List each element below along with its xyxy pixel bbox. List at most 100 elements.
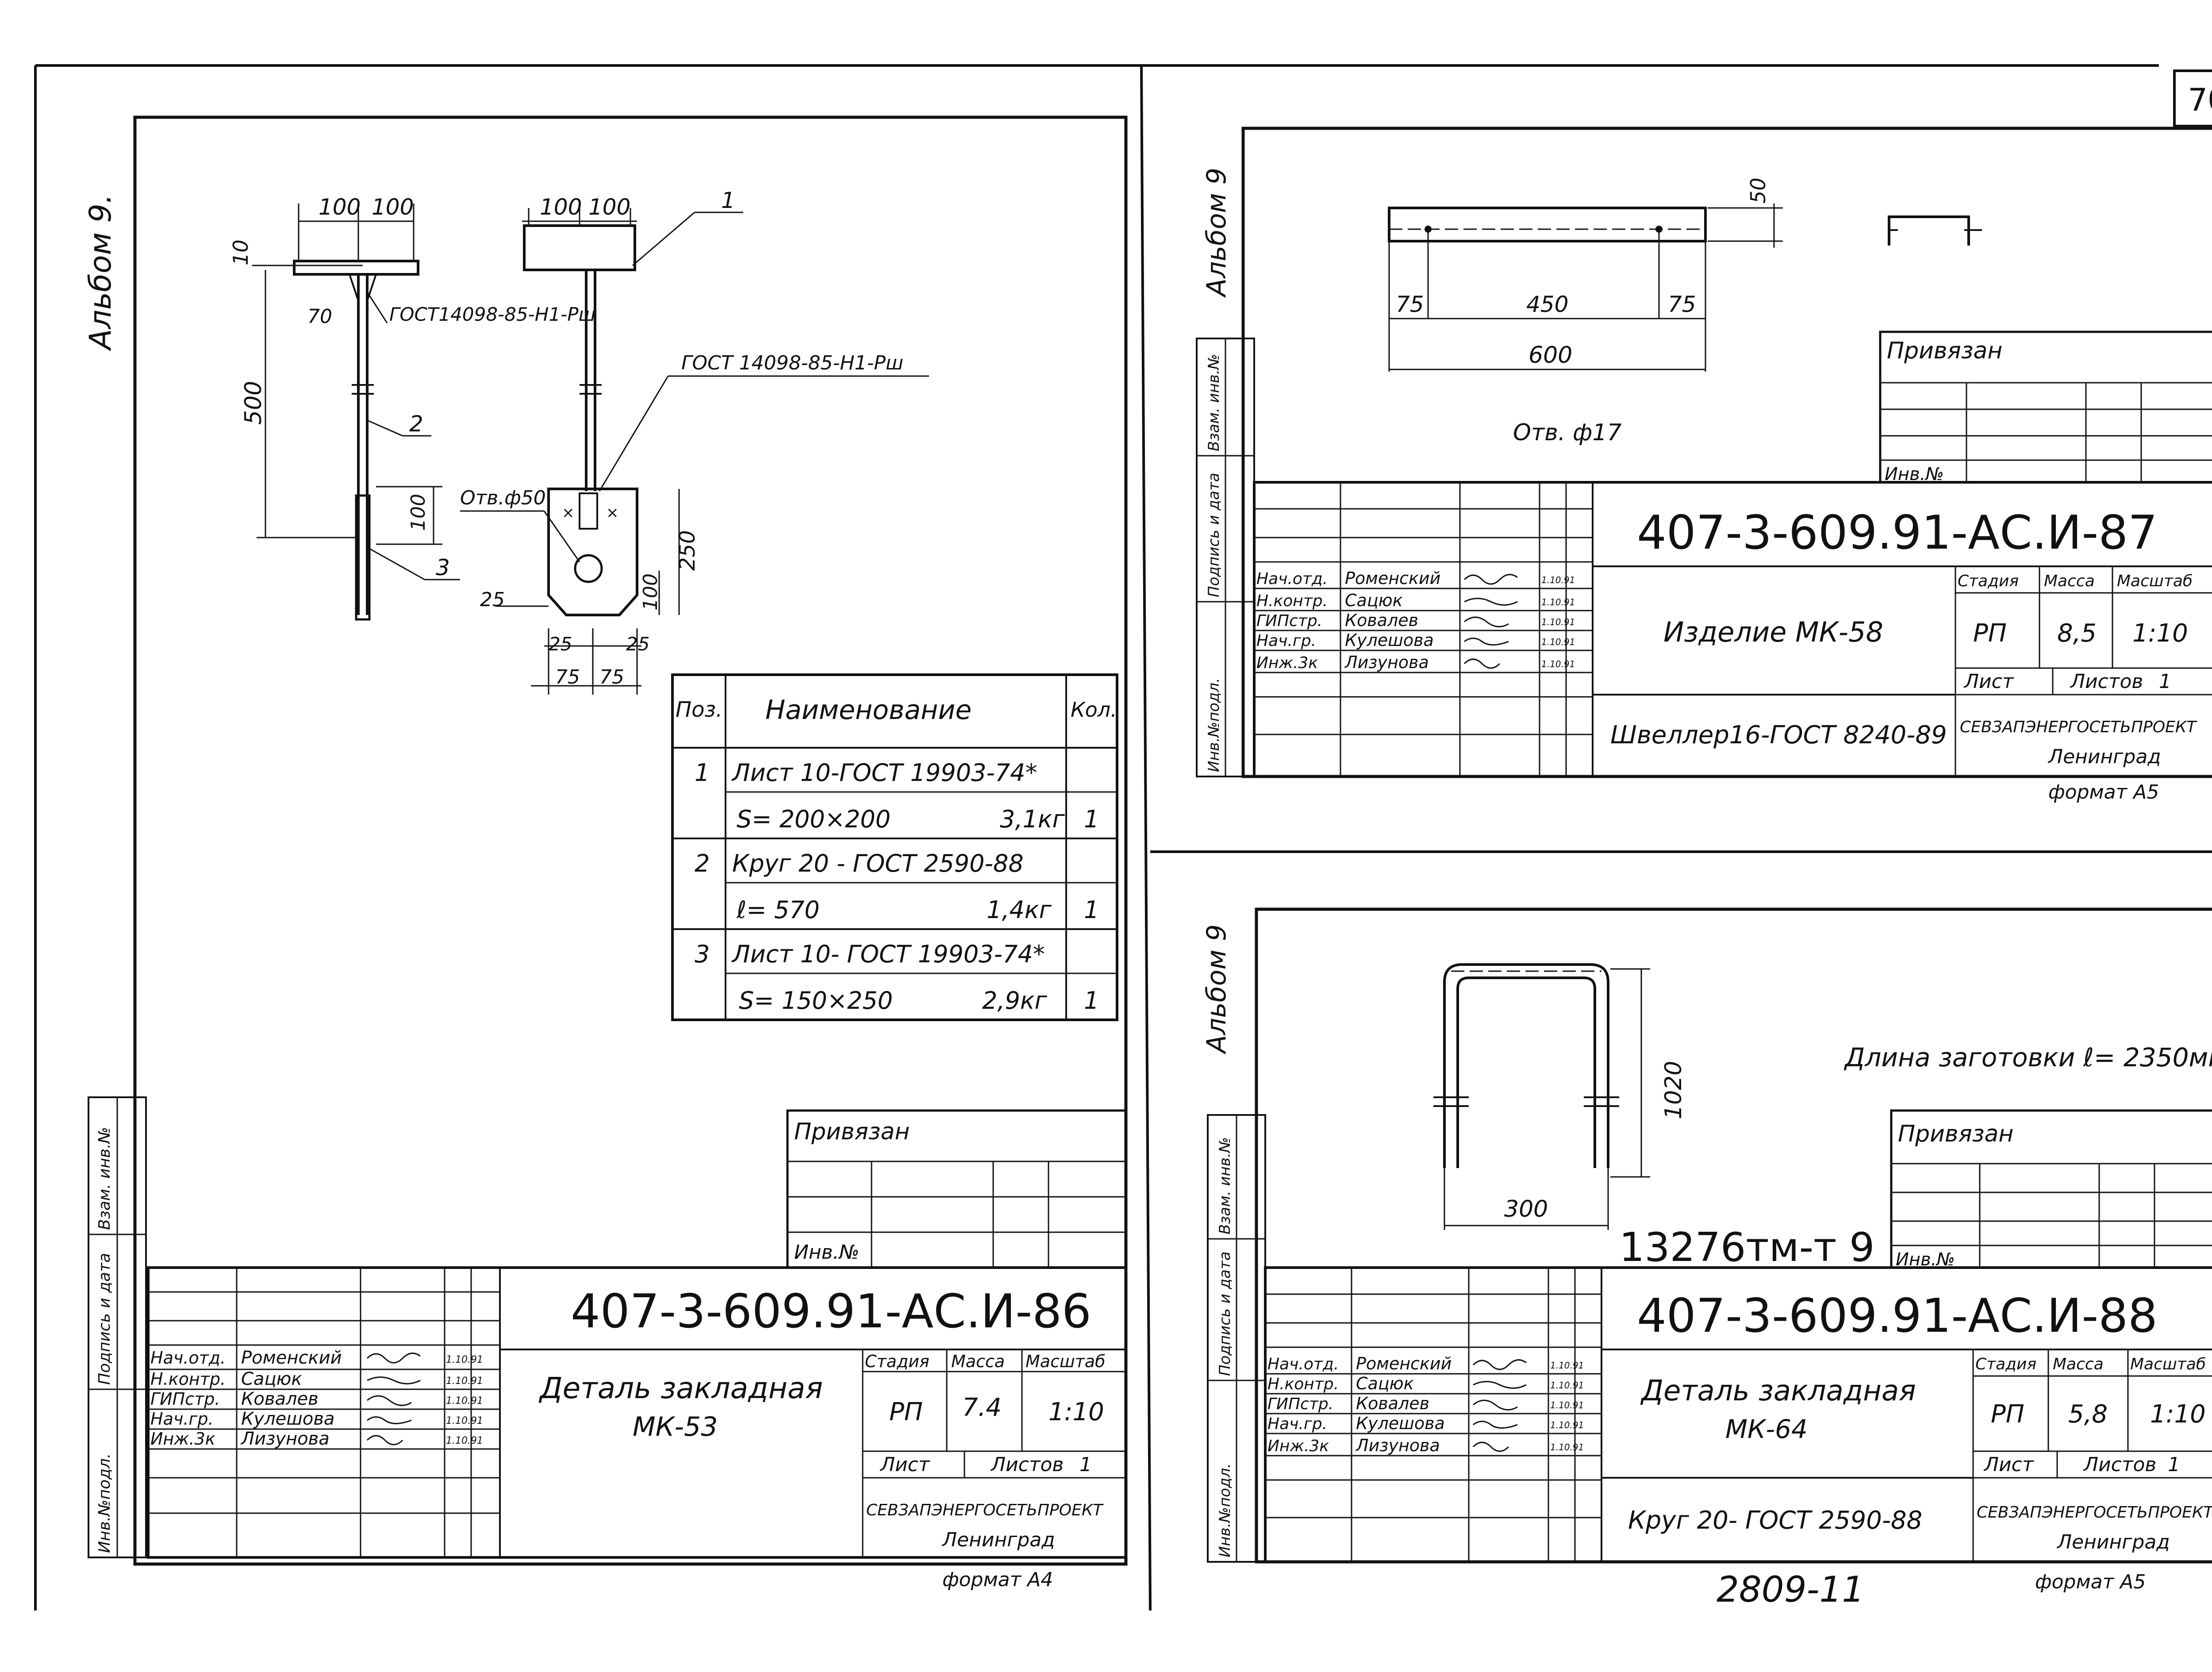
title-88-line2: МК-64 (1725, 1414, 1808, 1444)
svg-text:×: × (562, 504, 575, 522)
org-87: СЕВЗАПЭНЕРГОСЕТЬПРОЕКТ (1960, 718, 2197, 736)
channel-view-87: 75 450 75 600 50 Отв. ф17 (1388, 177, 1982, 446)
format-86: формат А4 (942, 1568, 1053, 1591)
mass-value: 7.4 (962, 1393, 1002, 1422)
signer-role: Инж.3к (1256, 654, 1318, 672)
handwritten-ref: 13276тм-т 9 (1619, 1224, 1874, 1271)
dim-75-a: 75 (555, 666, 580, 688)
sheets-label: Листов (2070, 670, 2143, 693)
spec-header-qty: Кол. (1071, 698, 1117, 722)
spec-row-qty: 1 (1084, 805, 1099, 833)
sheet-label: Лист (1963, 670, 2014, 693)
scale-value: 1:10 (2150, 1400, 2206, 1429)
signer-name: Кулешова (1356, 1414, 1445, 1433)
signer-role: Нач.гр. (150, 1409, 214, 1429)
side-stamp-sign: Подпись и дата (1216, 1251, 1234, 1376)
signer-name: Ковалев (1356, 1394, 1429, 1413)
signer-date: 1.10.91 (446, 1354, 483, 1365)
spec-row-pos: 3 (695, 940, 710, 968)
signer-date: 1.10.91 (1550, 1420, 1584, 1430)
svg-text:×: × (606, 504, 619, 522)
material-88: Круг 20- ГОСТ 2590-88 (1628, 1506, 1922, 1535)
spec-row-qty: 1 (1084, 987, 1099, 1015)
scale-label: Масштаб (2117, 572, 2193, 590)
dim-500: 500 (240, 381, 267, 425)
scale-value: 1:10 (1048, 1398, 1104, 1426)
spec-row-name: Лист 10-ГОСТ 19903-74* (731, 759, 1037, 787)
album-label-top-right: Альбом 9 (1201, 168, 1232, 298)
bound-label: Привязан (1898, 1121, 2013, 1147)
mass-label: Масса (2044, 572, 2095, 590)
signer-role: Нач.гр. (1256, 632, 1316, 650)
outer-frame (34, 64, 2212, 1611)
dim-100-a: 100 (319, 194, 361, 220)
signer-name: Ковалев (1345, 611, 1418, 630)
dim-250: 250 (675, 530, 700, 571)
spec-row-qty: 1 (1084, 896, 1099, 924)
dim-75-right: 75 (1668, 292, 1696, 317)
side-stamp-vzam: Взам. инв.№ (1205, 354, 1223, 451)
stage-label: Стадия (1975, 1355, 2036, 1373)
spec-row-mass: 2,9кг (982, 987, 1047, 1015)
spec-row-name: ℓ= 570 (736, 896, 820, 924)
album-label-left: Альбом 9. (83, 194, 118, 351)
city-86: Ленинград (941, 1529, 1055, 1551)
signer-name: Ковалев (241, 1389, 319, 1409)
stage-value: РП (1991, 1400, 2024, 1429)
signer-role: ГИПстр. (1267, 1395, 1333, 1413)
format-88: формат А5 (2035, 1571, 2146, 1593)
signer-role: Инж.3к (1267, 1437, 1329, 1455)
signer-role: Н.контр. (1256, 592, 1328, 610)
sheets-value: 1 (2168, 1453, 2180, 1476)
signer-name: Кулешова (241, 1409, 334, 1429)
signer-name: Сацюк (1345, 591, 1403, 610)
signer-date: 1.10.91 (1550, 1400, 1584, 1411)
bound-box-86: Привязан Инв.№ (786, 1109, 1127, 1269)
title-block-86: Нач.отд. Роменский 1.10.91 Н.контр. Сацю… (147, 1266, 1127, 1559)
side-stamp-vzam: Взам. инв.№ (96, 1127, 114, 1230)
spec-table-86: Поз. Наименование Кол. 1 Лист 10-ГОСТ 19… (671, 673, 1118, 1021)
signer-name: Сацюк (241, 1369, 302, 1389)
signer-role: Нач.отд. (1267, 1355, 1339, 1373)
signer-date: 1.10.91 (446, 1435, 483, 1446)
bound-label: Привязан (1887, 338, 2002, 364)
title-block-87: Нач.отд. Роменский 1.10.91 Н.контр. Сацю… (1253, 481, 2212, 778)
sheets-value: 1 (1079, 1453, 1092, 1476)
page-number: 70 (2188, 82, 2212, 118)
sheet-86-frame (133, 115, 1128, 1566)
mass-value: 5,8 (2068, 1400, 2108, 1429)
spec-row-pos: 1 (695, 759, 710, 787)
title-block-88: Нач.отд. Роменский 1.10.91 Н.контр. Сацю… (1264, 1266, 2212, 1563)
signer-role: Нач.отд. (1256, 570, 1328, 588)
signer-name: Лизунова (240, 1429, 330, 1449)
spec-header-name: Наименование (765, 695, 972, 726)
signer-role: Н.контр. (150, 1369, 226, 1389)
signer-role: ГИПстр. (150, 1389, 220, 1409)
signer-name: Лизунова (1355, 1436, 1440, 1455)
signer-role: ГИПстр. (1256, 612, 1322, 630)
dim-70: 70 (307, 305, 332, 328)
dim-25-c: 25 (626, 633, 649, 655)
spec-row-name: S= 150×250 (739, 987, 893, 1015)
stage-value: РП (1973, 619, 2007, 648)
album-label-bottom-right: Альбом 9 (1201, 924, 1232, 1055)
sheets-label: Листов (990, 1453, 1064, 1476)
signer-date: 1.10.91 (446, 1415, 483, 1426)
material-87: Швеллер16-ГОСТ 8240-89 (1610, 721, 1947, 750)
signer-date: 1.10.91 (1541, 575, 1575, 585)
mass-label: Масса (2053, 1355, 2104, 1373)
signer-role: Инж.3к (150, 1429, 215, 1449)
city-88: Ленинград (2056, 1531, 2170, 1553)
signer-role: Нач.гр. (1267, 1415, 1327, 1433)
u-bar-view-88: 300 1020 Длина заготовки ℓ= 2350мм (1433, 963, 2212, 1230)
side-stamp-inv: Инв.№подл. (96, 1453, 114, 1553)
dim-25-b: 25 (549, 633, 572, 655)
spec-row-mass: 3,1кг (1000, 805, 1065, 833)
bottom-number: 2809-11 (1717, 1569, 1864, 1610)
hole-label-87: Отв. ф17 (1513, 419, 1622, 446)
dim-100-c: 100 (540, 194, 582, 220)
dim-100-b: 100 (372, 194, 414, 220)
format-87: формат А5 (2048, 781, 2159, 803)
bound-box-88: Привязан Инв.№ (1890, 1109, 2212, 1270)
sheets-value: 1 (2159, 670, 2171, 693)
